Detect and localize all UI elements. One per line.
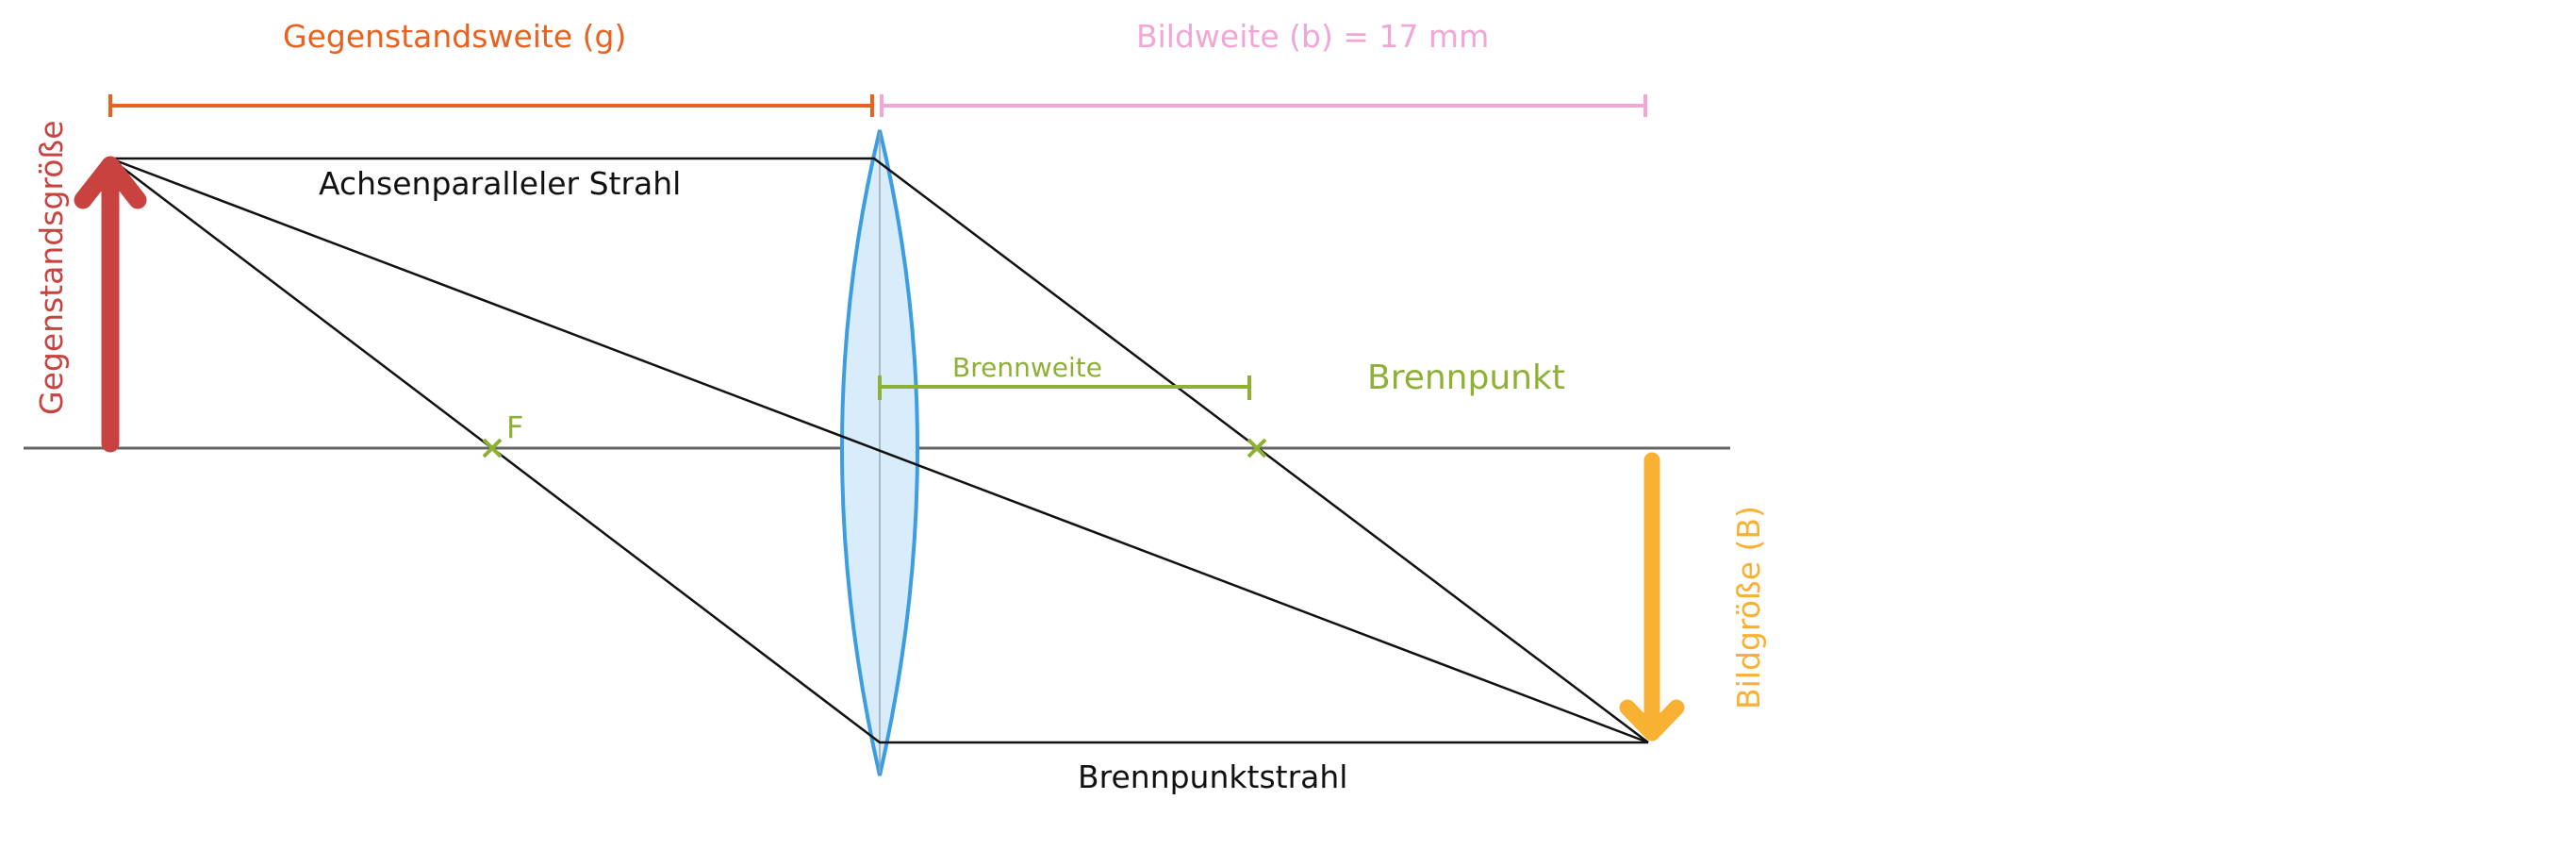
central-ray <box>109 157 1649 744</box>
focal-length-bracket <box>878 375 1251 400</box>
image-distance-label: Bildweite (b) = 17 mm <box>1136 18 1489 55</box>
parallel-ray <box>110 157 1649 743</box>
focal-ray <box>109 158 1648 744</box>
image-arrow <box>1619 452 1685 742</box>
image-distance-bracket <box>880 94 1647 117</box>
object-distance-bracket <box>108 94 874 117</box>
focal-ray-label: Brennpunktstrahl <box>1078 758 1347 795</box>
object-distance-label: Gegenstandsweite (g) <box>283 18 626 55</box>
focal-point-right-marker <box>1247 438 1267 458</box>
convex-lens <box>840 129 919 776</box>
focal-point-left-marker <box>482 438 503 458</box>
focal-point-label: Brennpunkt <box>1367 358 1565 397</box>
focal-length-label: Brennweite <box>952 352 1102 383</box>
object-arrow <box>74 156 147 453</box>
focal-point-short-label: F <box>506 409 523 445</box>
parallel-ray-label: Achsenparalleler Strahl <box>319 165 681 202</box>
light-rays <box>109 157 1649 744</box>
image-size-label: Bildgröße (B) <box>1730 506 1767 709</box>
object-size-label: Gegenstandsgröße <box>33 120 70 415</box>
